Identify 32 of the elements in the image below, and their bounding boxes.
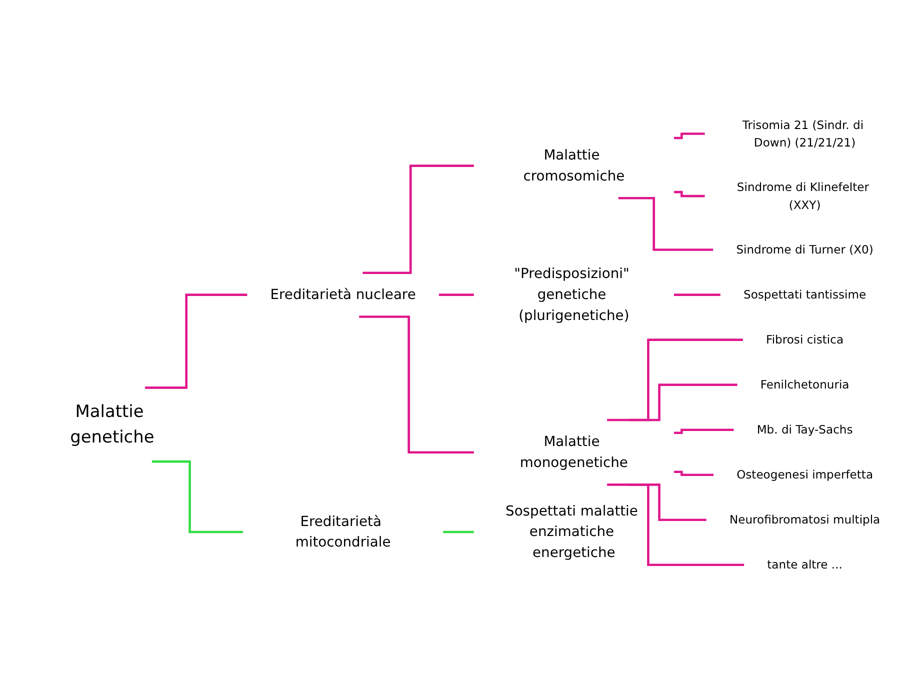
connector — [618, 196, 714, 250]
node-text: Malattie genetiche — [70, 402, 154, 446]
node-text: Sindrome di Klinefelter (XXY) — [736, 180, 870, 211]
node-text: Ereditarietà nucleare — [270, 286, 416, 302]
node-text: Ereditarietà mitocondriale — [295, 513, 391, 550]
connector — [629, 383, 738, 421]
node-text: Fenilchetonuria — [760, 377, 850, 392]
node-text: Neurofibromatosi multipla — [729, 512, 880, 526]
node-text: Sospettati tantissime — [744, 287, 866, 302]
connector — [674, 470, 714, 476]
connector — [674, 132, 705, 139]
node-text: Malattie monogenetiche — [520, 433, 628, 470]
connector — [438, 293, 474, 296]
connector — [362, 164, 474, 274]
node-text: Trisomia 21 (Sindr. di Down) (21/21/21) — [742, 117, 864, 149]
connector — [443, 530, 474, 533]
node-text: "Predisposizioni" genetiche (plurigenetiche) — [514, 265, 630, 324]
connector — [674, 293, 720, 296]
node-text: Malattie cromosomiche — [523, 146, 625, 184]
connector — [359, 315, 474, 453]
connector — [674, 190, 705, 197]
connector — [152, 460, 244, 533]
connector — [674, 428, 734, 434]
connector — [607, 338, 743, 421]
node-text: Sindrome di Turner (X0) — [736, 242, 874, 256]
connector — [145, 293, 248, 388]
node-text: Mb. di Tay-Sachs — [756, 422, 853, 436]
node-text: Osteogenesi imperfetta — [736, 467, 874, 482]
node-text: Fibrosi cistica — [766, 332, 844, 346]
node-text: tante altre ... — [767, 557, 842, 572]
connector — [607, 483, 744, 566]
node-text: Sospettati malattie enzimatiche energetiche — [506, 502, 638, 560]
